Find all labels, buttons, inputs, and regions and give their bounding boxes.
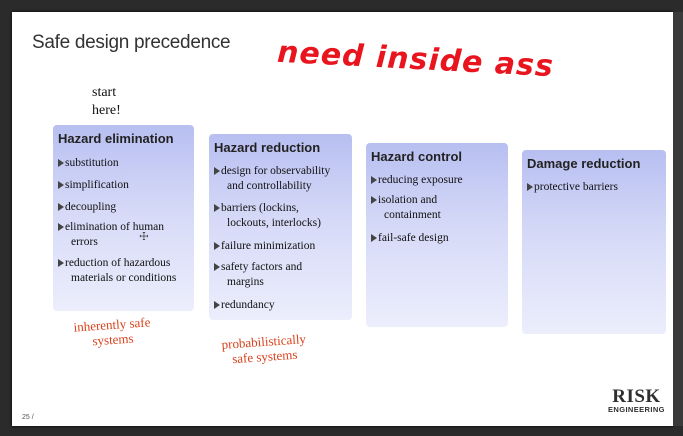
- vertical-scrollbar[interactable]: [673, 12, 683, 426]
- start-label-line1: start: [92, 85, 117, 100]
- slide-title: Safe design precedence: [32, 32, 231, 53]
- list-item: simplification: [58, 178, 129, 193]
- list-item: protective barriers: [527, 180, 618, 195]
- triangle-bullet-icon: [214, 263, 220, 271]
- triangle-bullet-icon: [214, 204, 220, 212]
- handwritten-note: need inside ass: [276, 34, 555, 85]
- hazard-elimination-box: Hazard elimination substitution simplifi…: [53, 125, 194, 311]
- triangle-bullet-icon: [214, 301, 220, 309]
- triangle-bullet-icon: [58, 181, 64, 189]
- inherently-safe-annotation: inherently safe systems: [73, 314, 151, 349]
- page-number: 25 /: [22, 414, 34, 421]
- column-heading: Damage reduction: [527, 156, 641, 171]
- triangle-bullet-icon: [58, 259, 64, 267]
- list-item: substitution: [58, 156, 119, 171]
- triangle-bullet-icon: [371, 176, 377, 184]
- start-label-line2: here!: [92, 103, 121, 118]
- column-heading: Hazard control: [371, 149, 463, 164]
- triangle-bullet-icon: [527, 183, 533, 191]
- triangle-bullet-icon: [58, 223, 64, 231]
- column-heading: Hazard reduction: [214, 140, 321, 155]
- triangle-bullet-icon: [58, 203, 64, 211]
- list-item: redundancy: [214, 298, 275, 313]
- triangle-bullet-icon: [371, 234, 377, 242]
- list-item: barriers (lockins,lockouts, interlocks): [214, 201, 321, 231]
- presentation-slide: Safe design precedence need inside ass s…: [12, 12, 673, 426]
- triangle-bullet-icon: [214, 242, 220, 250]
- column-heading: Hazard elimination: [58, 131, 174, 146]
- triangle-bullet-icon: [214, 167, 220, 175]
- list-item: decoupling: [58, 200, 116, 215]
- risk-engineering-logo: RISK ENGINEERING: [608, 386, 665, 414]
- probabilistically-safe-annotation: probabilistically safe systems: [221, 331, 307, 367]
- start-here-label: start here!: [92, 84, 121, 120]
- triangle-bullet-icon: [371, 196, 377, 204]
- hazard-reduction-box: Hazard reduction design for observabilit…: [209, 134, 352, 320]
- list-item: fail-safe design: [371, 231, 449, 246]
- list-item: failure minimization: [214, 239, 315, 254]
- mouse-cursor-icon: ☩: [139, 231, 149, 243]
- damage-reduction-box: Damage reduction protective barriers: [522, 150, 666, 334]
- list-item: reducing exposure: [371, 173, 463, 188]
- hazard-control-box: Hazard control reducing exposure isolati…: [366, 143, 508, 327]
- triangle-bullet-icon: [58, 159, 64, 167]
